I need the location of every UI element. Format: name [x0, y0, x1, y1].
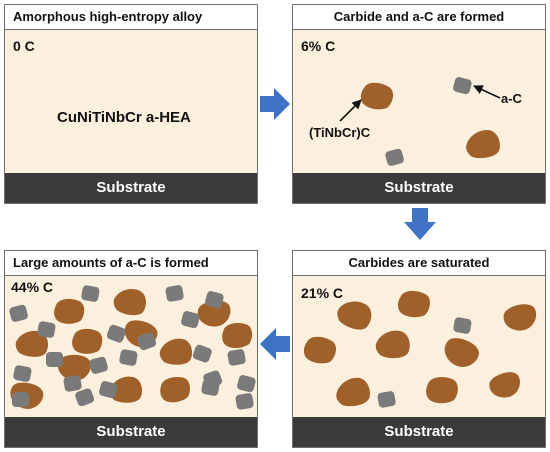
carbide-particle	[466, 130, 500, 159]
amorphous-carbon-particle	[385, 148, 404, 166]
amorphous-carbon-particle	[13, 365, 32, 382]
panel-title: Large amounts of a-C is formed	[5, 251, 257, 276]
substrate-layer: Substrate	[5, 173, 257, 203]
amorphous-carbon-particle	[237, 375, 256, 393]
panel-amorphous-hea: Amorphous high-entropy alloy 0 C CuNiTiN…	[4, 4, 258, 204]
carbon-content: 44% C	[11, 279, 54, 295]
carbide-particle	[503, 304, 537, 331]
carbide-particle	[337, 301, 372, 330]
carbide-particle	[489, 372, 520, 398]
carbon-content: 0 C	[13, 38, 35, 54]
carbon-content: 6% C	[301, 38, 336, 54]
amorphous-carbon-particle	[37, 321, 56, 338]
carbide-particle	[159, 338, 193, 365]
carbide-particle	[197, 300, 231, 327]
carbide-particle	[72, 328, 103, 354]
amorphous-carbon-particle	[165, 285, 184, 302]
amorphous-carbon-particle	[106, 324, 126, 343]
amorphous-carbon-particle	[235, 393, 254, 410]
flow-arrow-left	[260, 328, 290, 360]
panel-title: Carbide and a-C are formed	[293, 5, 545, 30]
material-label: CuNiTiNbCr a-HEA	[57, 109, 191, 126]
amorphous-carbon-label: a-C	[501, 91, 522, 106]
amorphous-carbon-particle	[9, 304, 28, 322]
amorphous-carbon-particle	[75, 388, 95, 407]
carbide-pointer-arrow	[339, 99, 362, 122]
panel-title: Carbides are saturated	[293, 251, 545, 276]
carbide-particle	[360, 82, 394, 110]
amorphous-carbon-particle	[453, 77, 472, 95]
carbide-particle	[398, 290, 430, 318]
ac-pointer-arrow	[473, 85, 501, 99]
flow-arrow-right	[260, 88, 290, 120]
amorphous-carbon-particle	[46, 352, 63, 367]
panel-title: Amorphous high-entropy alloy	[5, 5, 257, 30]
amorphous-carbon-particle	[81, 285, 100, 302]
amorphous-carbon-particle	[89, 356, 108, 374]
carbide-particle	[58, 354, 91, 381]
amorphous-carbon-particle	[137, 332, 157, 351]
amorphous-carbon-particle	[227, 349, 246, 366]
carbide-particle	[426, 376, 458, 404]
carbide-particle	[54, 298, 85, 324]
carbide-particle	[113, 289, 146, 316]
amorphous-carbon-particle	[181, 311, 200, 329]
amorphous-carbon-particle	[205, 291, 224, 309]
flow-arrow-down	[404, 208, 436, 240]
carbide-particle	[160, 376, 191, 403]
carbide-particle	[15, 330, 48, 357]
amorphous-carbon-particle	[99, 381, 118, 399]
carbide-particle	[109, 376, 143, 403]
amorphous-carbon-particle	[201, 379, 220, 396]
carbide-particle	[303, 336, 337, 364]
carbon-content: 21% C	[301, 285, 344, 301]
substrate-layer: Substrate	[293, 417, 545, 447]
carbide-particle	[375, 330, 410, 359]
amorphous-carbon-particle	[192, 344, 212, 363]
substrate-layer: Substrate	[293, 173, 545, 203]
amorphous-carbon-particle	[453, 317, 472, 334]
amorphous-carbon-particle	[63, 375, 82, 392]
carbide-label: (TiNbCr)C	[309, 125, 371, 140]
panel-carbide-formed: Carbide and a-C are formed 6% C (TiNbCr)…	[292, 4, 546, 204]
amorphous-carbon-particle	[377, 391, 396, 408]
amorphous-carbon-particle	[12, 392, 29, 407]
substrate-layer: Substrate	[5, 417, 257, 447]
amorphous-carbon-particle	[119, 349, 138, 366]
carbide-particle	[222, 322, 253, 349]
carbide-particle	[444, 338, 479, 367]
carbide-particle	[336, 377, 370, 407]
